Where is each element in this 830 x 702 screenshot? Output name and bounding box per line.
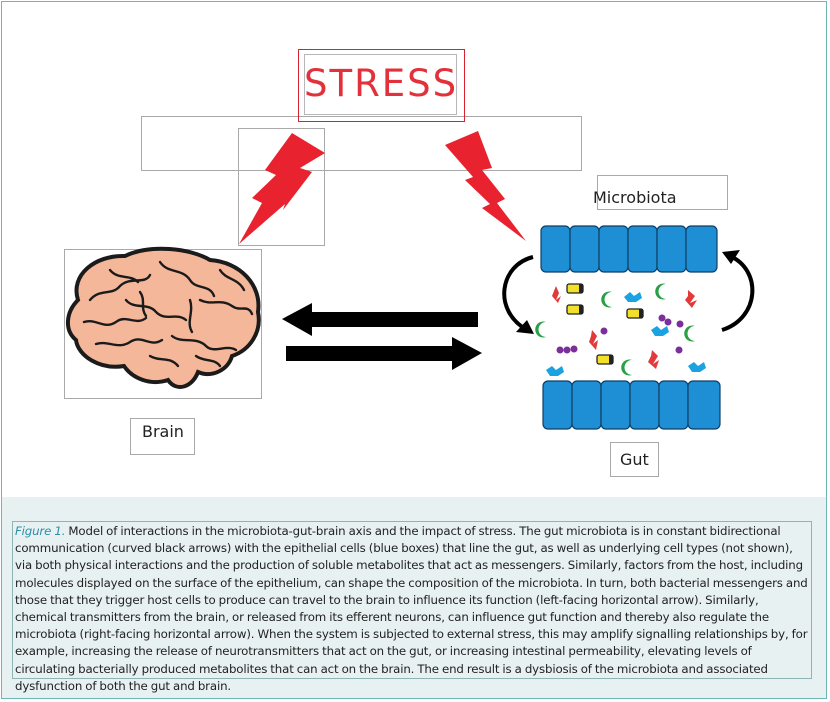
curved-arrow-right-icon	[721, 250, 755, 332]
left-arrow-icon	[282, 303, 478, 336]
figure-label: Figure 1.	[15, 524, 66, 538]
figure-caption: Figure 1. Model of interactions in the m…	[15, 523, 811, 695]
gut-label: Gut	[620, 450, 649, 469]
microbiota-label: Microbiota	[593, 188, 677, 207]
right-arrow-icon	[286, 337, 482, 370]
brain-label: Brain	[142, 422, 184, 441]
caption-body: Model of interactions in the microbiota-…	[15, 524, 808, 693]
caption-box	[12, 521, 812, 679]
microbes-group	[535, 283, 706, 376]
outline-box-gut-label	[610, 442, 659, 477]
stress-label: STRESS	[304, 62, 459, 105]
caption-panel	[2, 497, 826, 698]
outline-box-brain-label	[130, 418, 195, 455]
lightning-bolt-left-icon	[239, 133, 325, 244]
epithelium-top	[540, 225, 718, 273]
stress-inner-box	[304, 54, 457, 115]
lightning-bolt-right-icon	[445, 131, 526, 241]
outline-box-left-bolt	[238, 128, 325, 246]
curved-arrow-left-icon	[502, 255, 534, 334]
epithelium-bottom	[542, 380, 721, 430]
outline-box-microbiota	[597, 175, 728, 210]
outline-box-wide	[141, 116, 582, 171]
stress-box	[298, 49, 465, 122]
brain-icon	[66, 246, 261, 389]
